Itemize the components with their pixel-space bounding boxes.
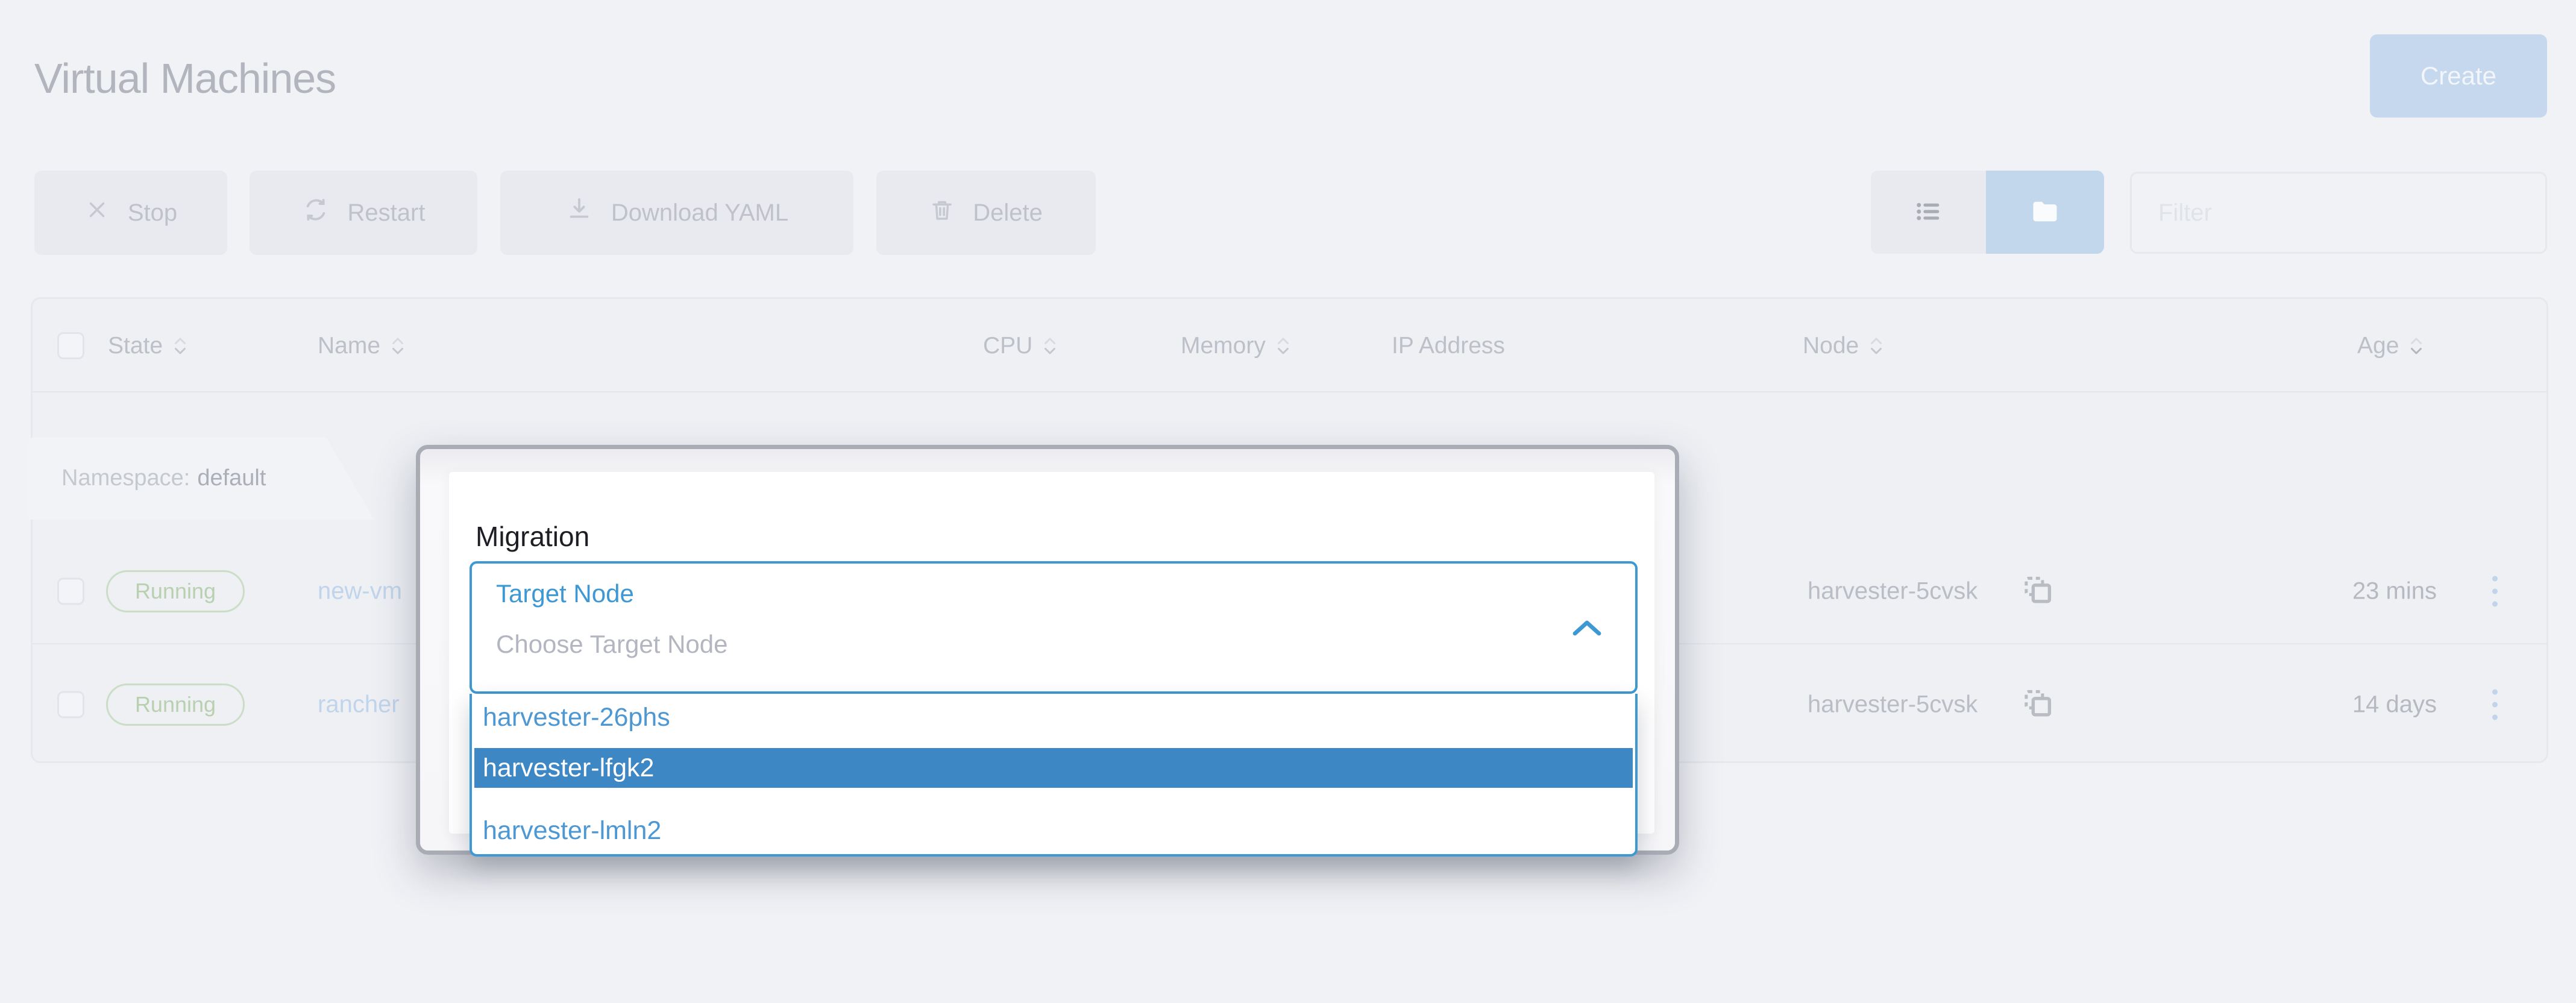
- row-checkbox[interactable]: [57, 691, 84, 718]
- table-row[interactable]: Running rancher harvester-5cvsk 14 days: [33, 644, 2546, 765]
- sort-icon[interactable]: [1867, 333, 1885, 359]
- chevron-up-icon: [1570, 618, 1604, 641]
- target-node-select[interactable]: Target Node Choose Target Node: [470, 561, 1638, 694]
- column-header-ip-address[interactable]: IP Address: [1392, 332, 1505, 359]
- delete-button[interactable]: Delete: [876, 171, 1096, 255]
- sort-icon[interactable]: [389, 333, 407, 359]
- target-node-dropdown: harvester-26phs harvester-lfgk2 harveste…: [470, 694, 1638, 857]
- status-badge: Running: [106, 570, 245, 612]
- column-header-state[interactable]: State: [108, 332, 163, 359]
- column-header-name[interactable]: Name: [318, 332, 381, 359]
- row-actions-kebab-menu[interactable]: [2480, 576, 2510, 606]
- download-yaml-button[interactable]: Download YAML: [500, 171, 853, 255]
- namespace-label: Namespace:: [61, 465, 190, 491]
- view-toggle: [1871, 171, 2104, 254]
- node-name: harvester-5cvsk: [1808, 577, 1978, 604]
- dropdown-option[interactable]: harvester-26phs: [483, 702, 670, 732]
- refresh-icon: [302, 196, 330, 230]
- page-title: Virtual Machines: [34, 55, 336, 102]
- trash-icon: [929, 197, 955, 228]
- stop-label: Stop: [127, 199, 178, 226]
- sort-icon[interactable]: [171, 333, 189, 359]
- target-node-label: Target Node: [496, 579, 634, 608]
- vm-name-link[interactable]: rancher: [318, 691, 400, 718]
- folder-icon: [2029, 196, 2061, 229]
- list-icon: [1913, 196, 1944, 229]
- list-view-button[interactable]: [1871, 171, 1986, 254]
- target-node-placeholder: Choose Target Node: [496, 630, 728, 658]
- dropdown-option-selected[interactable]: harvester-lfgk2: [474, 748, 1633, 788]
- column-header-memory[interactable]: Memory: [1181, 332, 1266, 359]
- stop-button[interactable]: Stop: [34, 171, 227, 255]
- download-yaml-label: Download YAML: [611, 199, 789, 226]
- download-icon: [565, 196, 593, 230]
- row-actions-kebab-menu[interactable]: [2480, 689, 2510, 720]
- copy-icon[interactable]: [2022, 687, 2054, 723]
- copy-icon[interactable]: [2022, 573, 2054, 609]
- dropdown-option[interactable]: harvester-lmln2: [483, 816, 662, 845]
- sort-icon[interactable]: [1274, 333, 1292, 359]
- namespace-group-header: Namespace: default: [28, 437, 374, 520]
- filter-input[interactable]: [2130, 172, 2547, 254]
- restart-label: Restart: [347, 199, 426, 226]
- age-value: 23 mins: [2352, 577, 2437, 604]
- vm-name-link[interactable]: new-vm: [318, 577, 403, 604]
- modal-title: Migration: [476, 521, 590, 552]
- column-header-node[interactable]: Node: [1803, 332, 1859, 359]
- migration-modal: Migration Target Node Choose Target Node…: [416, 445, 1679, 857]
- row-checkbox[interactable]: [57, 577, 84, 605]
- table-header-row: State Name CPU Memory IP Address Node Ag…: [33, 299, 2546, 392]
- namespace-view-button[interactable]: [1986, 171, 2104, 254]
- create-button[interactable]: Create: [2370, 34, 2547, 118]
- restart-button[interactable]: Restart: [250, 171, 477, 255]
- sort-icon[interactable]: [1041, 333, 1059, 359]
- table-row[interactable]: Running new-vm harvester-5cvsk 23 mins: [33, 539, 2546, 643]
- delete-label: Delete: [973, 199, 1043, 226]
- x-icon: [84, 197, 110, 228]
- column-header-age[interactable]: Age: [2357, 332, 2399, 359]
- sort-icon[interactable]: [2407, 333, 2425, 359]
- age-value: 14 days: [2352, 691, 2437, 718]
- namespace-value: default: [197, 465, 266, 491]
- select-all-checkbox[interactable]: [57, 332, 84, 359]
- node-name: harvester-5cvsk: [1808, 691, 1978, 718]
- column-header-cpu[interactable]: CPU: [983, 332, 1033, 359]
- status-badge: Running: [106, 684, 245, 726]
